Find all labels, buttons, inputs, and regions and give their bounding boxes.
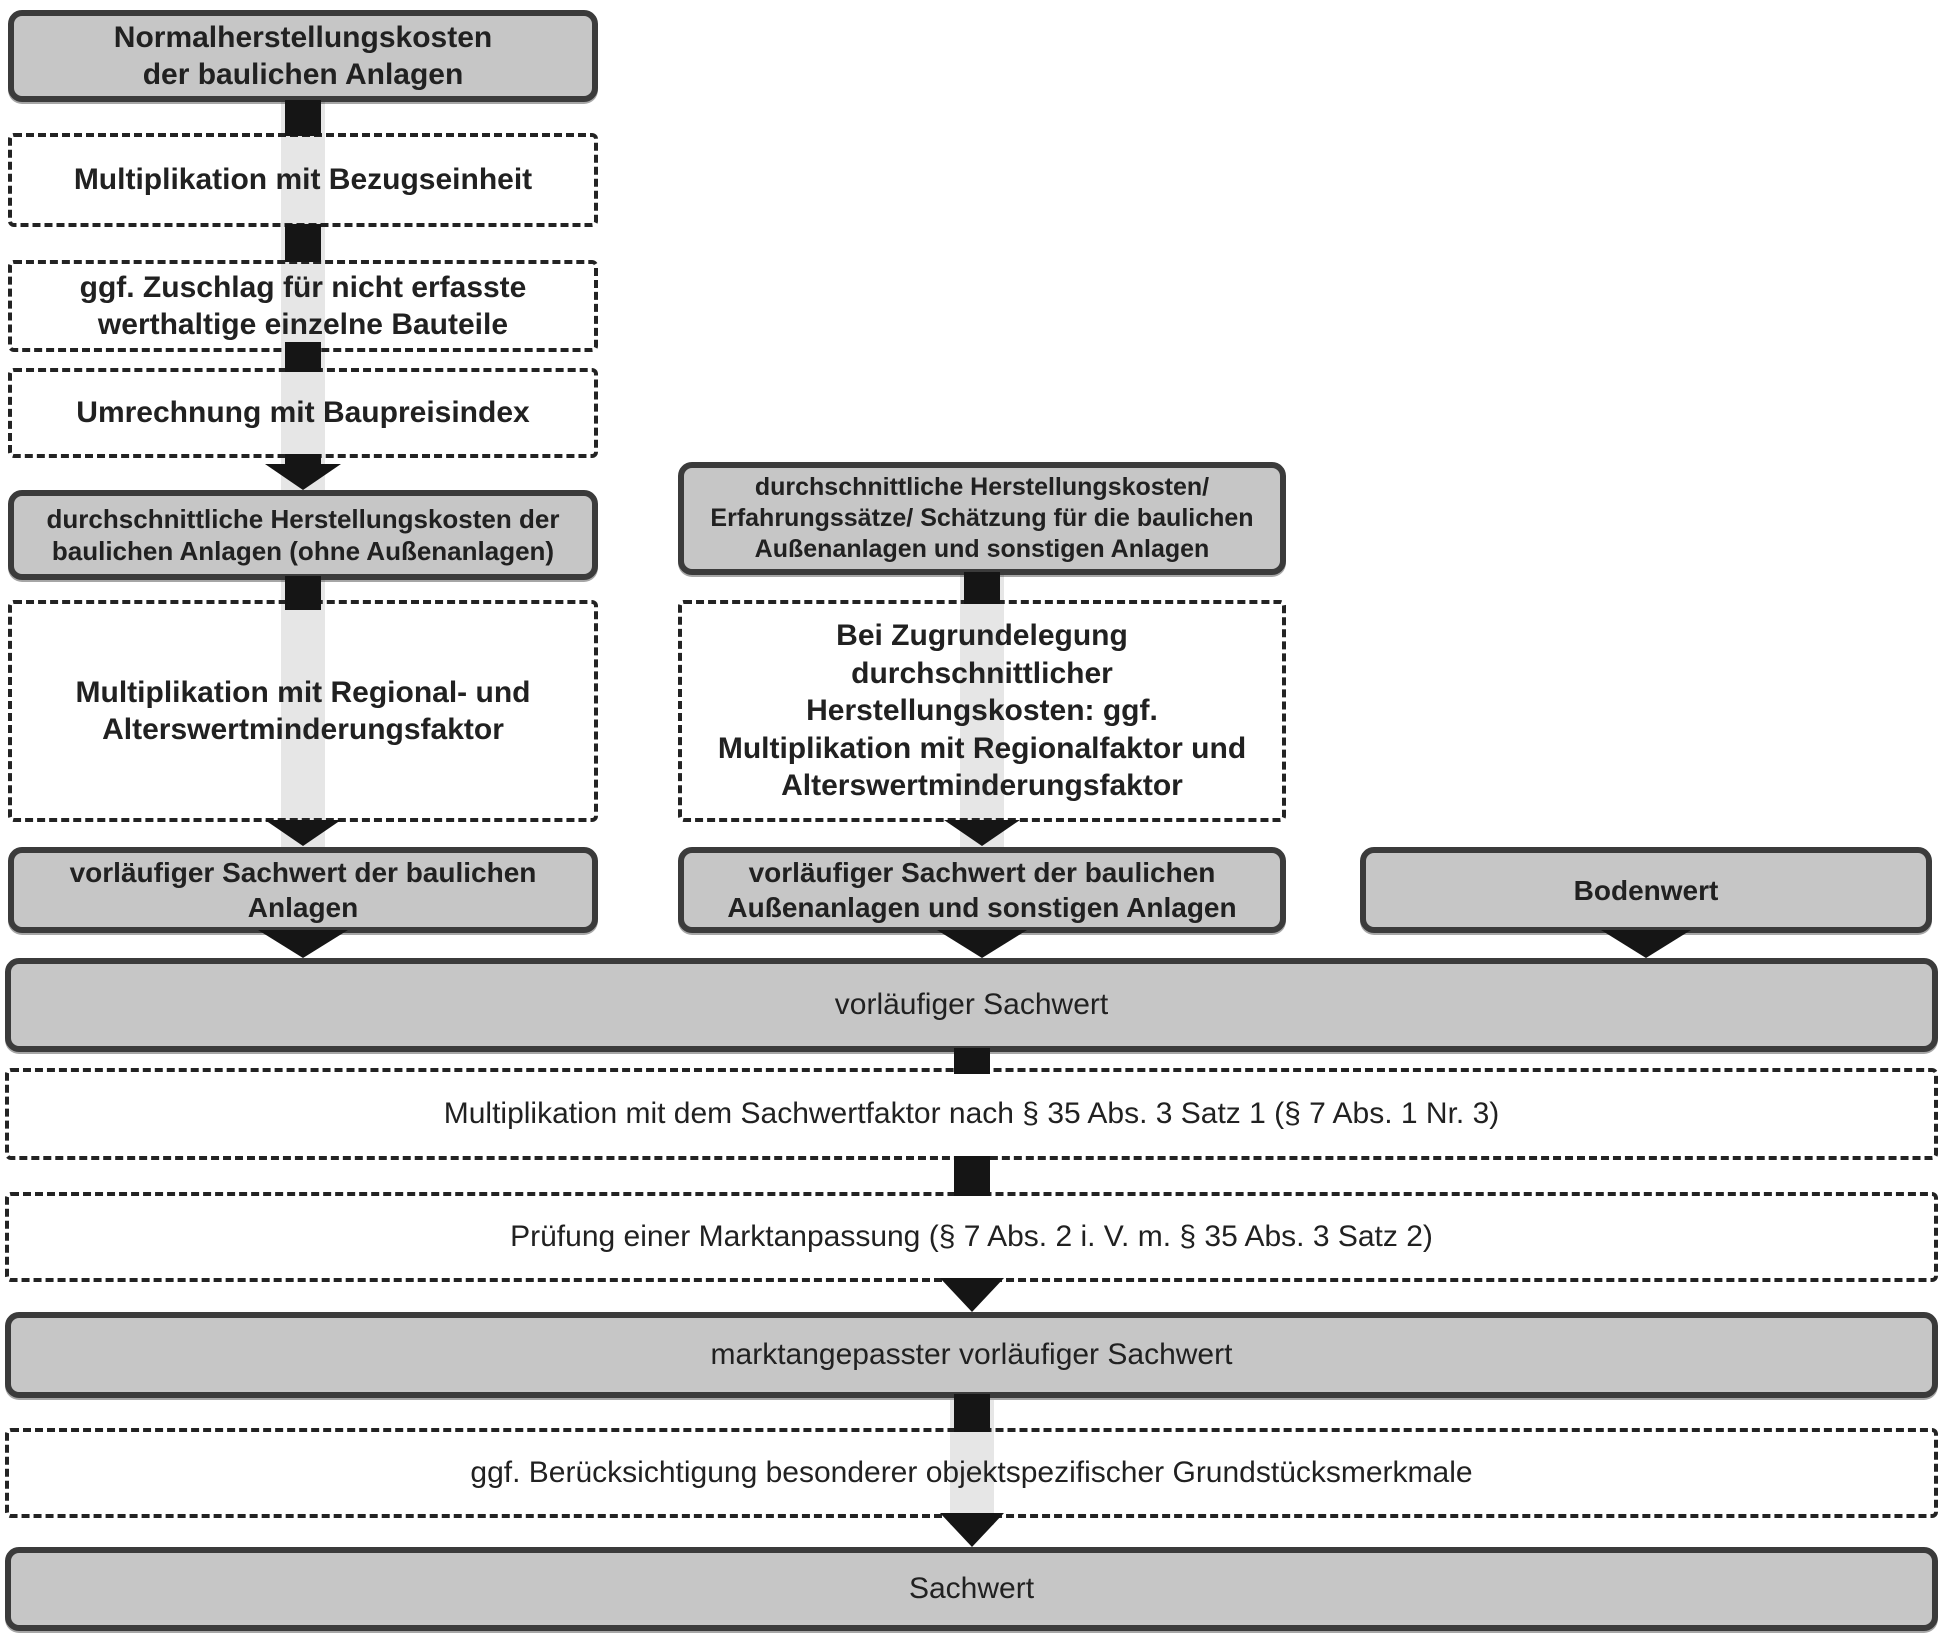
box-bodenwert: Bodenwert: [1360, 847, 1932, 933]
box-sachwertfaktor-label: Multiplikation mit dem Sachwertfaktor na…: [443, 1097, 1500, 1131]
arrow-down-icon: [1601, 930, 1691, 958]
box-vorl-sachwert-aussen-label: vorläufiger Sachwert der baulichen Außen…: [727, 857, 1237, 923]
box-dhk-aussenanlagen-label: durchschnittliche Herstellungskosten/ Er…: [710, 472, 1254, 564]
box-bodenwert-label: Bodenwert: [1573, 874, 1719, 906]
box-zuschlag-bauteile: ggf. Zuschlag für nicht erfasste werthal…: [8, 260, 598, 352]
connector-nub: [285, 342, 321, 372]
flow-shaft-middle: [960, 570, 1004, 850]
connector-nub: [954, 1048, 990, 1074]
box-vorl-sachwert-aussen: vorläufiger Sachwert der baulichen Außen…: [678, 847, 1286, 933]
connector-nub: [954, 1394, 990, 1432]
box-marktangepasster-sachwert: marktangepasster vorläufiger Sachwert: [5, 1312, 1938, 1398]
box-vorl-sachwert: vorläufiger Sachwert: [5, 958, 1938, 1052]
arrow-down-icon: [265, 464, 341, 490]
box-marktanpassung-label: Prüfung einer Marktanpassung (§ 7 Abs. 2…: [510, 1220, 1433, 1254]
box-sachwert-label: Sachwert: [908, 1572, 1035, 1606]
box-multiplikation-regionalfaktor-label: Multiplikation mit Regional- und Altersw…: [75, 675, 531, 747]
arrow-down-icon: [940, 1513, 1004, 1547]
box-multiplikation-bezugseinheit: Multiplikation mit Bezugseinheit: [8, 133, 598, 227]
box-zuschlag-bauteile-label: ggf. Zuschlag für nicht erfasste werthal…: [79, 270, 527, 342]
box-baupreisindex-label: Umrechnung mit Baupreisindex: [76, 396, 530, 430]
box-dhk-aussenanlagen: durchschnittliche Herstellungskosten/ Er…: [678, 462, 1286, 575]
arrow-down-icon: [937, 930, 1027, 958]
box-dhk-baulich-label: durchschnittliche Herstellungskosten der…: [46, 503, 560, 567]
connector-nub: [964, 572, 1000, 604]
connector-nub: [285, 576, 321, 610]
arrow-down-icon: [940, 1278, 1004, 1312]
box-zugrundelegung-label: Bei Zugrundelegung durchschnittlicher He…: [717, 619, 1247, 803]
box-sachwertfaktor: Multiplikation mit dem Sachwertfaktor na…: [5, 1068, 1938, 1160]
box-baupreisindex: Umrechnung mit Baupreisindex: [8, 368, 598, 458]
box-grundstuecksmerkmale: ggf. Berücksichtigung besonderer objekts…: [5, 1428, 1938, 1518]
box-normalherstellungskosten-label: Normalherstellungskosten der baulichen A…: [113, 20, 493, 92]
box-sachwert: Sachwert: [5, 1547, 1938, 1631]
box-vorl-sachwert-label: vorläufiger Sachwert: [834, 988, 1109, 1022]
box-dhk-baulich: durchschnittliche Herstellungskosten der…: [8, 490, 598, 580]
connector-nub: [285, 224, 321, 262]
box-vorl-sachwert-baulich-label: vorläufiger Sachwert der baulichen Anlag…: [69, 857, 537, 923]
connector-nub: [954, 1156, 990, 1196]
arrow-down-icon: [265, 820, 341, 846]
box-normalherstellungskosten: Normalherstellungskosten der baulichen A…: [8, 10, 598, 102]
box-zugrundelegung: Bei Zugrundelegung durchschnittlicher He…: [678, 600, 1286, 822]
arrow-down-icon: [944, 820, 1020, 846]
box-vorl-sachwert-baulich: vorläufiger Sachwert der baulichen Anlag…: [8, 847, 598, 933]
box-marktanpassung: Prüfung einer Marktanpassung (§ 7 Abs. 2…: [5, 1192, 1938, 1282]
box-marktangepasster-sachwert-label: marktangepasster vorläufiger Sachwert: [710, 1338, 1233, 1372]
arrow-down-icon: [258, 930, 348, 958]
box-grundstuecksmerkmale-label: ggf. Berücksichtigung besonderer objekts…: [470, 1456, 1473, 1490]
box-multiplikation-bezugseinheit-label: Multiplikation mit Bezugseinheit: [73, 163, 533, 197]
box-multiplikation-regionalfaktor: Multiplikation mit Regional- und Altersw…: [8, 600, 598, 822]
connector-nub: [285, 100, 321, 136]
